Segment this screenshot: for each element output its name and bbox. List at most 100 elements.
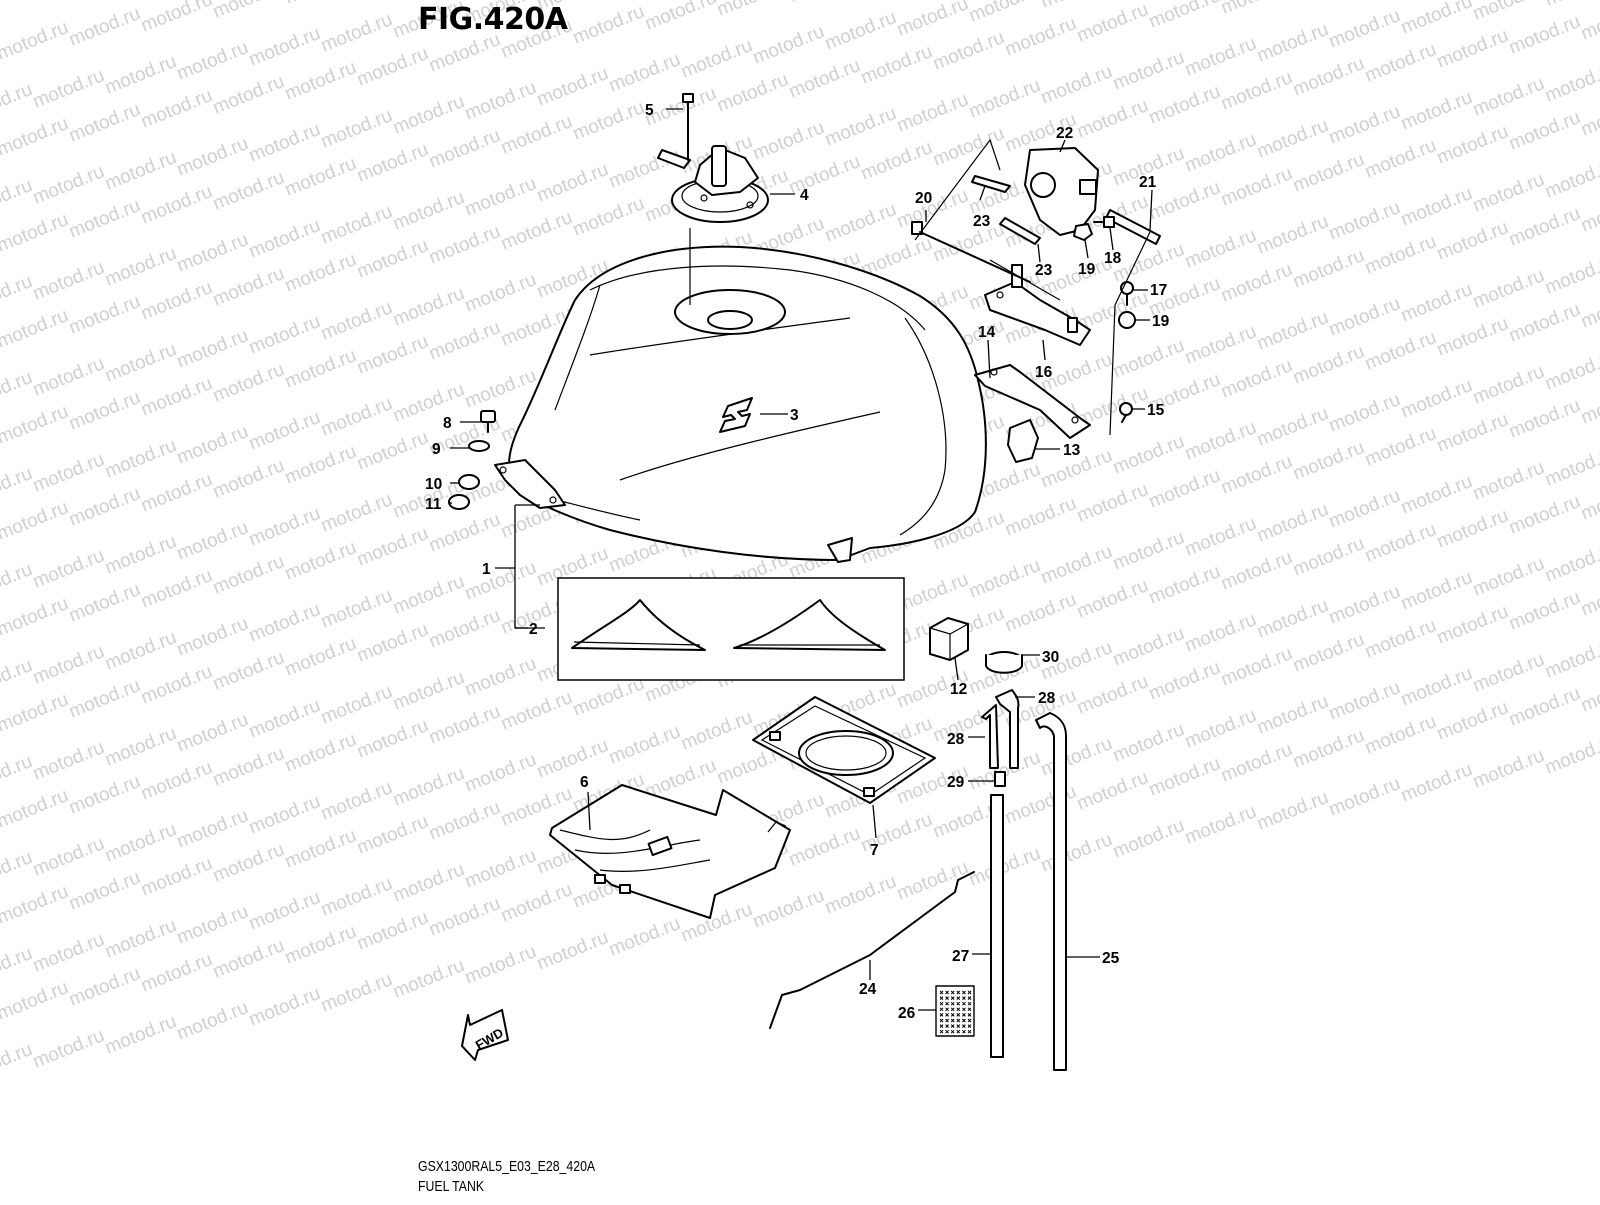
watermark-text: motod.ru [318, 393, 395, 441]
watermark-text: motod.ru [0, 689, 71, 737]
label-hatch-mark [950, 1013, 955, 1017]
watermark-text: motod.ru [1254, 211, 1331, 259]
callout-19-b: 19 [1152, 313, 1170, 330]
watermark-text: motod.ru [0, 79, 35, 127]
watermark-text: motod.ru [30, 929, 107, 977]
watermark-text: motod.ru [822, 7, 899, 55]
watermark-text: motod.ru [1182, 417, 1259, 465]
watermark-text: motod.ru [1110, 527, 1187, 575]
watermark-text: motod.ru [1434, 313, 1511, 361]
callout-2: 2 [529, 621, 538, 638]
label-hatch-mark [956, 996, 961, 1000]
watermark-text: motod.ru [1002, 589, 1079, 637]
watermark-text: motod.ru [1326, 101, 1403, 149]
label-hatch-mark [956, 1007, 961, 1012]
callout-30: 30 [1042, 649, 1059, 666]
watermark-text: motod.ru [1218, 0, 1295, 19]
watermark-text: motod.ru [282, 825, 359, 873]
watermark-text: motod.ru [606, 49, 683, 97]
callout-25: 25 [1102, 950, 1120, 967]
watermark-text: motod.ru [498, 687, 575, 735]
watermark-text: motod.ru [102, 243, 179, 291]
watermark-text: motod.ru [930, 27, 1007, 75]
watermark-text: motod.ru [354, 619, 431, 667]
watermark-text: motod.ru [1362, 135, 1439, 183]
watermark-text: motod.ru [0, 977, 71, 1025]
label-hatch-mark [945, 1018, 949, 1023]
watermark-text: motod.ru [1506, 107, 1583, 155]
watermark-text: motod.ru [1110, 335, 1187, 383]
watermark-text: motod.ru [30, 545, 107, 593]
watermark-text: motod.ru [210, 647, 287, 695]
watermark-text: motod.ru [714, 69, 791, 117]
watermark-text: motod.ru [1110, 47, 1187, 95]
watermark-text: motod.ru [1146, 0, 1223, 33]
watermark-text: motod.ru [354, 43, 431, 91]
watermark-text: motod.ru [1398, 87, 1475, 135]
watermark-text: motod.ru [0, 655, 35, 703]
watermark-text: motod.ru [570, 97, 647, 145]
watermark-text: motod.ru [678, 35, 755, 83]
watermark-text: motod.ru [30, 449, 107, 497]
watermark-text: motod.ru [282, 249, 359, 297]
leader-lines [450, 108, 1153, 1011]
watermark-text: motod.ru [1578, 285, 1600, 333]
watermark-text: motod.ru [0, 463, 35, 511]
label-hatch-mark [939, 1018, 944, 1023]
watermark-text: motod.ru [498, 111, 575, 159]
watermark-text: motod.ru [246, 23, 323, 71]
seal-plate [752, 696, 936, 804]
watermark-text: motod.ru [1290, 341, 1367, 389]
watermark-text: motod.ru [1038, 61, 1115, 109]
watermark-text: motod.ru [1254, 115, 1331, 163]
watermark-text: motod.ru [246, 983, 323, 1031]
watermark-text: motod.ru [1470, 169, 1547, 217]
watermark-text: motod.ru [1146, 561, 1223, 609]
label-hatch-mark [950, 1001, 955, 1006]
watermark-text: motod.ru [1542, 635, 1600, 683]
heat-shield-tray [549, 784, 791, 919]
watermark-text: motod.ru [1542, 155, 1600, 203]
watermark-text: motod.ru [102, 1011, 179, 1059]
fuel-cap-assembly [657, 145, 769, 223]
callout-26: 26 [898, 1005, 916, 1022]
watermark-text: motod.ru [102, 627, 179, 675]
watermark-text: motod.ru [1578, 93, 1600, 141]
watermark-text: motod.ru [174, 901, 251, 949]
watermark-text: motod.ru [30, 0, 107, 3]
watermark-text: motod.ru [282, 921, 359, 969]
callout-20: 20 [915, 190, 932, 207]
watermark-text: motod.ru [462, 365, 539, 413]
watermark-text: motod.ru [174, 133, 251, 181]
watermark-text: motod.ru [1182, 129, 1259, 177]
watermark-text: motod.ru [822, 871, 899, 919]
label-hatch-mark [945, 1001, 949, 1006]
label-hatch-mark [967, 1007, 972, 1012]
watermark-text: motod.ru [750, 117, 827, 165]
watermark-text: motod.ru [282, 441, 359, 489]
watermark-text: motod.ru [462, 941, 539, 989]
watermark-text: motod.ru [0, 785, 71, 833]
watermark-text: motod.ru [1470, 553, 1547, 601]
watermark-text: motod.ru [0, 881, 71, 929]
callout-6: 6 [580, 774, 589, 791]
watermark-text: motod.ru [426, 893, 503, 941]
label-hatch-mark [967, 990, 972, 995]
label-hatch-mark [956, 1013, 961, 1017]
label-hatch-mark [939, 996, 944, 1000]
label-hatch-mark [939, 1024, 944, 1028]
watermark-text: motod.ru [930, 123, 1007, 171]
watermark-text: motod.ru [1434, 601, 1511, 649]
watermark-text: motod.ru [0, 367, 35, 415]
watermark-text: motod.ru [30, 737, 107, 785]
watermark-text: motod.ru [318, 777, 395, 825]
watermark-text: motod.ru [0, 175, 35, 223]
watermark-text: motod.ru [390, 283, 467, 331]
watermark-text: motod.ru [1146, 177, 1223, 225]
watermark-text: motod.ru [102, 723, 179, 771]
watermark-text: motod.ru [786, 0, 863, 7]
watermark-text: motod.ru [30, 65, 107, 113]
watermark-text: motod.ru [1290, 0, 1367, 5]
label-hatch-mark [956, 1024, 961, 1028]
watermark-text: motod.ru [138, 853, 215, 901]
